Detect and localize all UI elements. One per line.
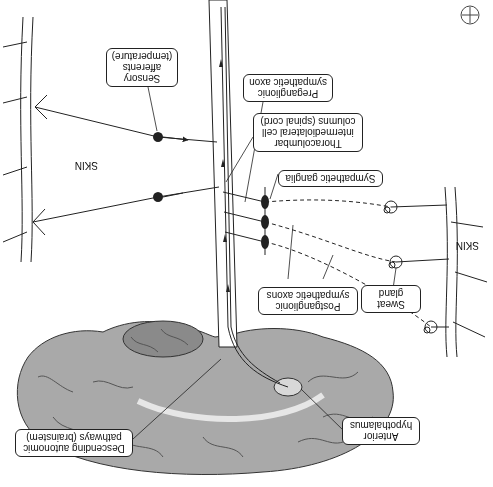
corpus-callosum	[138, 395, 323, 419]
label-box: Postganglionic sympathetic axons	[258, 287, 358, 315]
hair	[3, 42, 27, 242]
afferent-arrow	[163, 137, 188, 197]
cerebellum-folia	[131, 329, 188, 352]
label-box: Sweat gland	[361, 285, 421, 313]
skin-surface	[21, 17, 33, 262]
box-text: Anterior hypothalamus	[346, 420, 416, 442]
cerebellum	[123, 321, 203, 357]
box-text: Thoracolumbar intermediolateral cell col…	[257, 116, 359, 149]
preganglionic-axon	[223, 192, 265, 242]
descending-pathway	[221, 7, 288, 387]
compass-symbol	[461, 6, 479, 24]
label-box: Descending autonomic pathways (brainstem…	[15, 429, 133, 457]
box-text: Descending autonomic pathways (brainstem…	[19, 432, 129, 454]
sweat-gland-coil	[425, 321, 437, 333]
box-text: Sweat gland	[365, 288, 417, 310]
sensory-cell-body	[153, 192, 163, 202]
sensory-fiber	[33, 95, 219, 235]
hair	[451, 222, 487, 337]
compass-symbol	[462, 7, 478, 23]
spinal-cord	[209, 0, 237, 347]
descending-arrows	[219, 59, 230, 292]
sensory-cell-body	[153, 132, 163, 142]
descending-pathway	[225, 7, 280, 383]
box-text: Postganglionic sympathetic axons	[262, 290, 354, 312]
sweat-gland-coil	[389, 262, 395, 268]
sweat-gland-coil	[390, 256, 402, 268]
region-label: SKIN	[456, 240, 479, 251]
sweat-gland-coil	[385, 201, 397, 213]
sweat-gland-coil	[424, 327, 430, 333]
label-box: Sensory afferents (temperature)	[106, 48, 178, 87]
leader-line	[133, 87, 396, 439]
box-text: Sensory afferents (temperature)	[110, 51, 174, 84]
label-box: Sympathetic ganglia	[278, 170, 383, 187]
sweat-gland-coil	[384, 207, 390, 213]
region-label: SKIN	[75, 160, 98, 171]
label-box: Preganglionic sympathetic axon	[243, 74, 333, 102]
label-box: Thoracolumbar intermediolateral cell col…	[253, 113, 363, 152]
box-text: Preganglionic sympathetic axon	[247, 77, 329, 99]
brain-outline	[17, 322, 393, 475]
box-text: Sympathetic ganglia	[282, 173, 379, 184]
label-box: Anterior hypothalamus	[342, 417, 420, 445]
